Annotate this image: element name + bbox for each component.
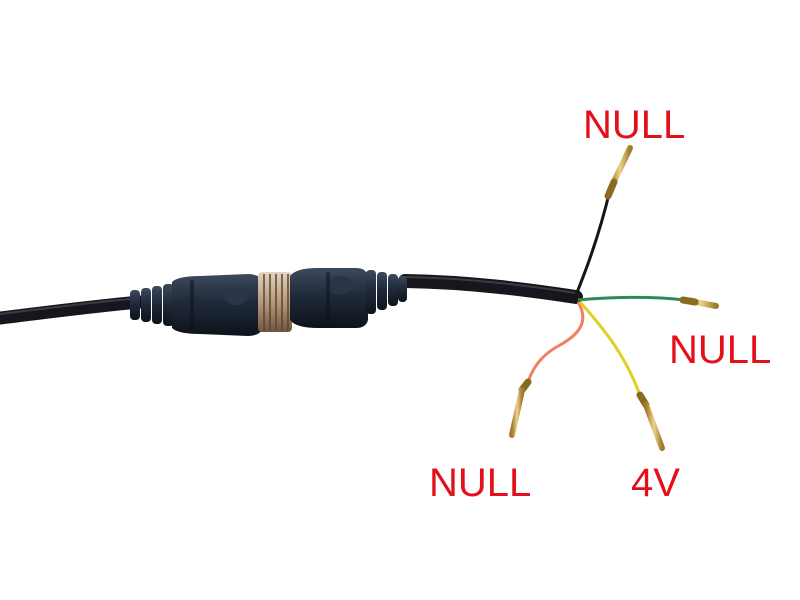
left-connector-body bbox=[172, 274, 262, 336]
yellow-wire bbox=[578, 301, 665, 451]
black-wire bbox=[574, 145, 633, 296]
left-strain-relief bbox=[130, 284, 174, 326]
yellow-wire-label: 4V bbox=[631, 461, 680, 505]
green-wire-label: NULL bbox=[669, 328, 772, 372]
green-wire bbox=[577, 295, 719, 309]
coupling-nut bbox=[258, 272, 292, 332]
right-connector-body bbox=[290, 268, 368, 328]
cable-right bbox=[398, 274, 583, 304]
black-wire-label: NULL bbox=[583, 103, 686, 147]
right-strain-relief bbox=[366, 270, 407, 314]
cable-left bbox=[0, 295, 147, 325]
red-wire-label: NULL bbox=[429, 461, 532, 505]
red-wire bbox=[509, 301, 585, 438]
